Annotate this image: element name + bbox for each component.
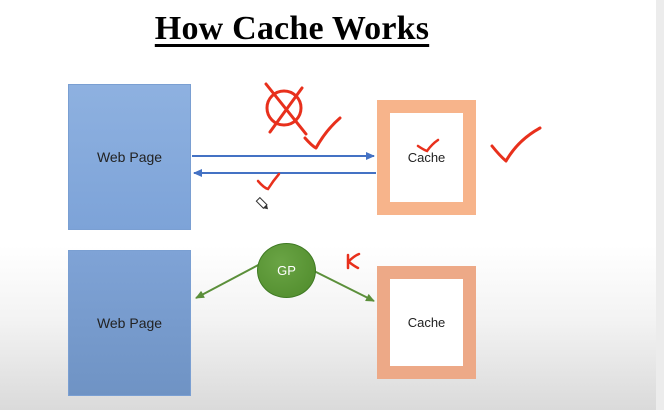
gp-to-webpage-arrow	[195, 262, 263, 299]
gp-node: GP	[257, 243, 316, 298]
check-mark-large	[490, 126, 542, 163]
right-edge-strip	[656, 0, 664, 410]
web-page-label-top: Web Page	[96, 149, 163, 165]
page-title: How Cache Works	[154, 10, 430, 47]
cache-box-bottom: Cache	[377, 266, 476, 379]
k-mark	[346, 252, 361, 270]
web-page-label-bottom: Web Page	[96, 315, 163, 331]
crossed-circle-annotation	[264, 82, 308, 136]
check-mark-1	[303, 116, 342, 150]
gp-to-cache-arrow	[311, 269, 375, 302]
pencil-cursor-icon	[255, 196, 269, 210]
web-page-box-bottom: Web Page	[68, 250, 191, 396]
cache-label-top: Cache	[407, 150, 446, 165]
cache-box-top: Cache	[377, 100, 476, 215]
cache-label-bottom: Cache	[407, 315, 446, 330]
web-page-box-top: Web Page	[68, 84, 191, 230]
gp-label: GP	[277, 263, 296, 278]
check-mark-arrow	[256, 172, 281, 191]
